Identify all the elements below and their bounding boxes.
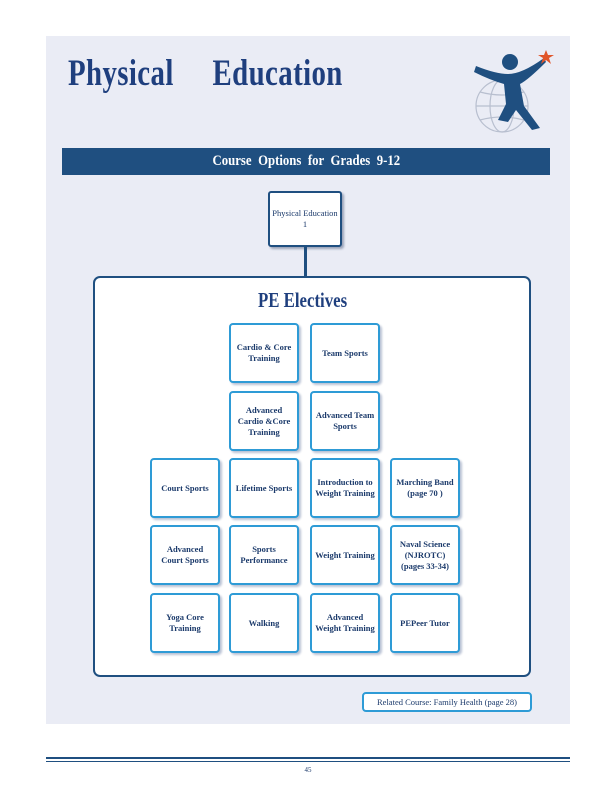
course-label: Marching Band (page 70 ) xyxy=(396,477,454,498)
banner-text: Course Options for Grades 9-12 xyxy=(212,153,400,169)
footer-rule xyxy=(46,761,570,762)
course-label: PEPeer Tutor xyxy=(400,617,450,628)
course-label: Weight Training xyxy=(315,549,375,560)
course-box: Walking xyxy=(229,593,299,653)
footer-rule xyxy=(46,757,570,759)
electives-title: PE Electives xyxy=(258,288,348,312)
course-label: Introduction to Weight Training xyxy=(315,477,375,498)
course-box: Court Sports xyxy=(150,458,220,518)
course-box: Advanced Court Sports xyxy=(150,525,220,585)
course-box: Team Sports xyxy=(310,323,380,383)
course-box: Lifetime Sports xyxy=(229,458,299,518)
course-label: Naval Science (NJROTC) (pages 33-34) xyxy=(399,538,451,571)
related-course-box: Related Course: Family Health (page 28) xyxy=(362,692,532,712)
course-label: Yoga Core Training xyxy=(166,612,204,633)
course-label: Advanced Weight Training xyxy=(315,612,375,633)
course-box: Yoga Core Training xyxy=(150,593,220,653)
page-title: Physical Education xyxy=(68,53,343,94)
course-label: Cardio & Core Training xyxy=(236,342,292,363)
course-label: Lifetime Sports xyxy=(235,482,293,493)
course-label: Advanced Team Sports xyxy=(315,410,375,431)
course-label: Team Sports xyxy=(322,347,368,358)
course-label: Walking xyxy=(248,617,280,628)
course-label: Court Sports xyxy=(161,482,209,493)
course-box: Naval Science (NJROTC) (pages 33-34) xyxy=(390,525,460,585)
course-box: Weight Training xyxy=(310,525,380,585)
physical-education-1-label: Physical Education 1 xyxy=(272,208,338,229)
grades-banner: Course Options for Grades 9-12 xyxy=(62,148,550,175)
student-logo-icon xyxy=(470,44,554,136)
course-label: Advanced Court Sports xyxy=(161,544,209,565)
related-course-text: Related Course: Family Health (page 28) xyxy=(377,697,517,707)
course-box: Introduction to Weight Training xyxy=(310,458,380,518)
physical-education-1-box: Physical Education 1 xyxy=(268,191,342,247)
course-box: Cardio & Core Training xyxy=(229,323,299,383)
course-box: Advanced Cardio &Core Training xyxy=(229,391,299,451)
course-label: Sports Performance xyxy=(240,544,288,565)
course-box: Advanced Weight Training xyxy=(310,593,380,653)
connector-line xyxy=(304,247,307,277)
course-box: PEPeer Tutor xyxy=(390,593,460,653)
course-label: Advanced Cardio &Core Training xyxy=(237,404,291,437)
page-number: 45 xyxy=(304,766,312,774)
course-box: Advanced Team Sports xyxy=(310,391,380,451)
course-box: Marching Band (page 70 ) xyxy=(390,458,460,518)
course-box: Sports Performance xyxy=(229,525,299,585)
